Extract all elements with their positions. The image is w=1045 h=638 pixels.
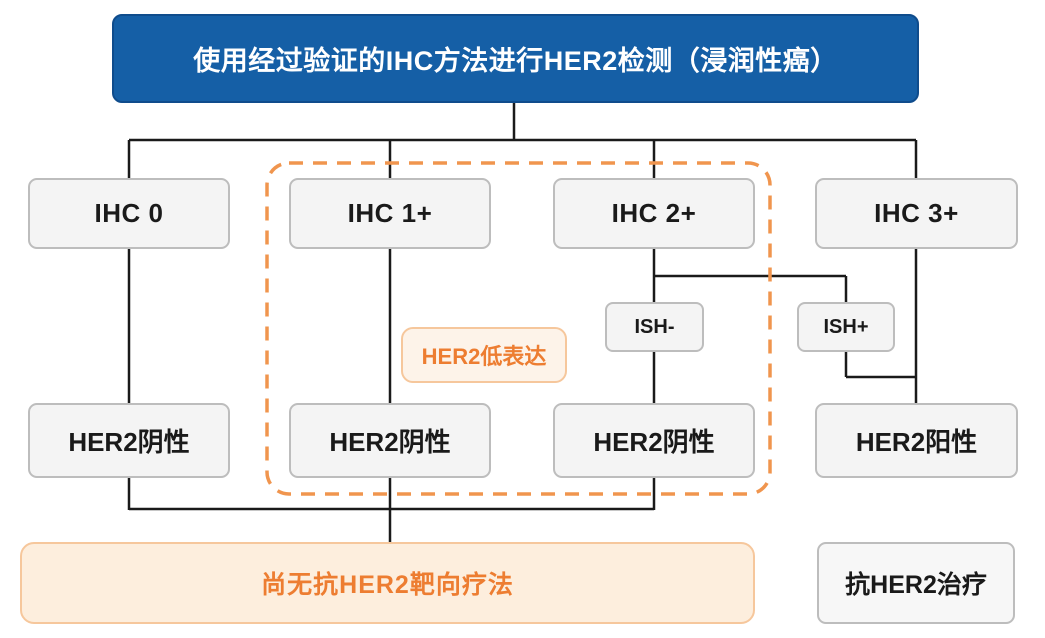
node-ish-positive-label: ISH+ bbox=[823, 315, 869, 338]
node-ish-negative: ISH- bbox=[605, 302, 704, 352]
node-her2-negative-2: HER2阴性 bbox=[289, 403, 491, 478]
node-her2-negative-3: HER2阴性 bbox=[553, 403, 755, 478]
node-ihc-0-label: IHC 0 bbox=[94, 198, 164, 228]
anti-her2-therapy-label: 抗HER2治疗 bbox=[845, 571, 987, 599]
node-ihc-1plus: IHC 1+ bbox=[289, 178, 491, 249]
node-her2-negative-1-label: HER2阴性 bbox=[68, 427, 190, 457]
node-ish-positive: ISH+ bbox=[797, 302, 895, 352]
node-ish-negative-label: ISH- bbox=[634, 315, 675, 338]
title-text: 使用经过验证的IHC方法进行HER2检测（浸润性癌） bbox=[193, 46, 838, 76]
node-her2-positive-label: HER2阳性 bbox=[855, 427, 978, 457]
node-ihc-1plus-label: IHC 1+ bbox=[347, 198, 433, 228]
node-ihc-3plus: IHC 3+ bbox=[815, 178, 1018, 249]
no-anti-her2-therapy-box: 尚无抗HER2靶向疗法 bbox=[20, 542, 755, 624]
anti-her2-therapy-box: 抗HER2治疗 bbox=[817, 542, 1015, 624]
her2-low-tag: HER2低表达 bbox=[401, 327, 567, 383]
node-ihc-0: IHC 0 bbox=[28, 178, 230, 249]
node-ihc-2plus: IHC 2+ bbox=[553, 178, 755, 249]
title-banner: 使用经过验证的IHC方法进行HER2检测（浸润性癌） bbox=[112, 14, 919, 103]
her2-low-group-dashed-outline bbox=[265, 161, 772, 496]
her2-low-tag-label: HER2低表达 bbox=[421, 344, 547, 369]
node-ihc-2plus-label: IHC 2+ bbox=[611, 198, 697, 228]
node-ihc-3plus-label: IHC 3+ bbox=[874, 198, 959, 228]
no-anti-her2-therapy-label: 尚无抗HER2靶向疗法 bbox=[261, 571, 514, 599]
node-her2-negative-2-label: HER2阴性 bbox=[329, 427, 451, 457]
node-her2-negative-3-label: HER2阴性 bbox=[593, 427, 715, 457]
node-her2-negative-1: HER2阴性 bbox=[28, 403, 230, 478]
node-her2-positive: HER2阳性 bbox=[815, 403, 1018, 478]
